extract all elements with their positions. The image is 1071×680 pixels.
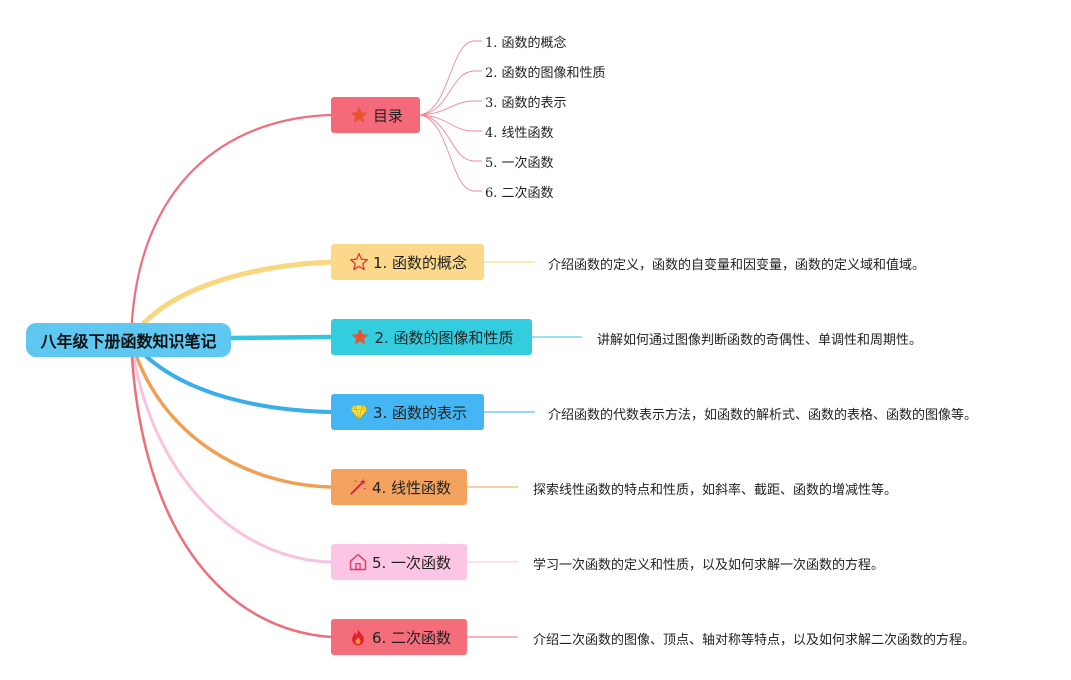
branch-note[interactable]: 介绍函数的定义，函数的自变量和因变量，函数的定义域和值域。	[548, 258, 926, 273]
connector-toc-2	[419, 70, 482, 116]
branch-note[interactable]: 讲解如何通过图像判断函数的奇偶性、单调性和周期性。	[597, 333, 923, 348]
connector-root-b3	[129, 338, 332, 414]
branch-label: 2. 函数的图像和性质	[374, 328, 514, 347]
branch-label: 1. 函数的概念	[372, 253, 468, 272]
fire-icon	[347, 626, 369, 648]
branch-note[interactable]: 学习一次函数的定义和性质，以及如何求解一次函数的方程。	[533, 558, 885, 573]
branch-label: 5. 一次函数	[371, 553, 452, 572]
branch-note[interactable]: 介绍函数的代数表示方法，如函数的解析式、函数的表格、函数的图像等。	[548, 408, 978, 423]
toc-item[interactable]: 1. 函数的概念	[485, 36, 567, 51]
star-icon	[348, 104, 370, 126]
branch-node-linear[interactable]: 4. 线性函数	[331, 469, 467, 505]
toc-node[interactable]: 目录	[331, 97, 420, 133]
toc-label: 目录	[372, 106, 403, 125]
connector-toc-4	[419, 114, 482, 132]
toc-item[interactable]: 3. 函数的表示	[485, 96, 567, 111]
branch-node-graph[interactable]: 2. 函数的图像和性质	[331, 319, 532, 355]
root-title: 八年级下册函数知识笔记	[40, 332, 217, 351]
branch-label: 6. 二次函数	[371, 628, 452, 647]
branch-note[interactable]: 探索线性函数的特点和性质，如斜率、截距、函数的增减性等。	[533, 483, 898, 498]
branch-label: 4. 线性函数	[371, 478, 452, 497]
home-icon	[347, 551, 369, 573]
star-outline-icon	[348, 251, 370, 273]
branch-note[interactable]: 介绍二次函数的图像、顶点、轴对称等特点，以及如何求解二次函数的方程。	[533, 633, 976, 648]
connector-root-b6	[129, 339, 332, 639]
toc-item[interactable]: 4. 线性函数	[485, 126, 554, 141]
branch-label: 3. 函数的表示	[372, 403, 468, 422]
connector-toc-6	[419, 114, 482, 192]
connector-root-b1	[128, 259, 332, 342]
branch-node-first-degree[interactable]: 5. 一次函数	[331, 544, 467, 580]
connector-toc-3	[419, 100, 482, 116]
branch-node-representation[interactable]: 3. 函数的表示	[331, 394, 484, 430]
toc-item[interactable]: 5. 一次函数	[485, 156, 554, 171]
toc-item[interactable]: 2. 函数的图像和性质	[485, 66, 606, 81]
connector-toc-5	[419, 114, 482, 162]
connector-toc-1	[419, 40, 482, 116]
connector-root-b5	[129, 339, 332, 564]
connector-root-toc	[129, 113, 332, 341]
connector-root-b4	[129, 339, 332, 489]
diamond-icon	[348, 401, 370, 423]
branch-node-concept[interactable]: 1. 函数的概念	[331, 244, 484, 280]
connector-root-b2	[230, 334, 332, 341]
magic-wand-icon	[347, 476, 369, 498]
toc-item[interactable]: 6. 二次函数	[485, 186, 554, 201]
star-icon	[349, 326, 371, 348]
root-node[interactable]: 八年级下册函数知识笔记	[26, 323, 231, 357]
branch-node-quadratic[interactable]: 6. 二次函数	[331, 619, 467, 655]
